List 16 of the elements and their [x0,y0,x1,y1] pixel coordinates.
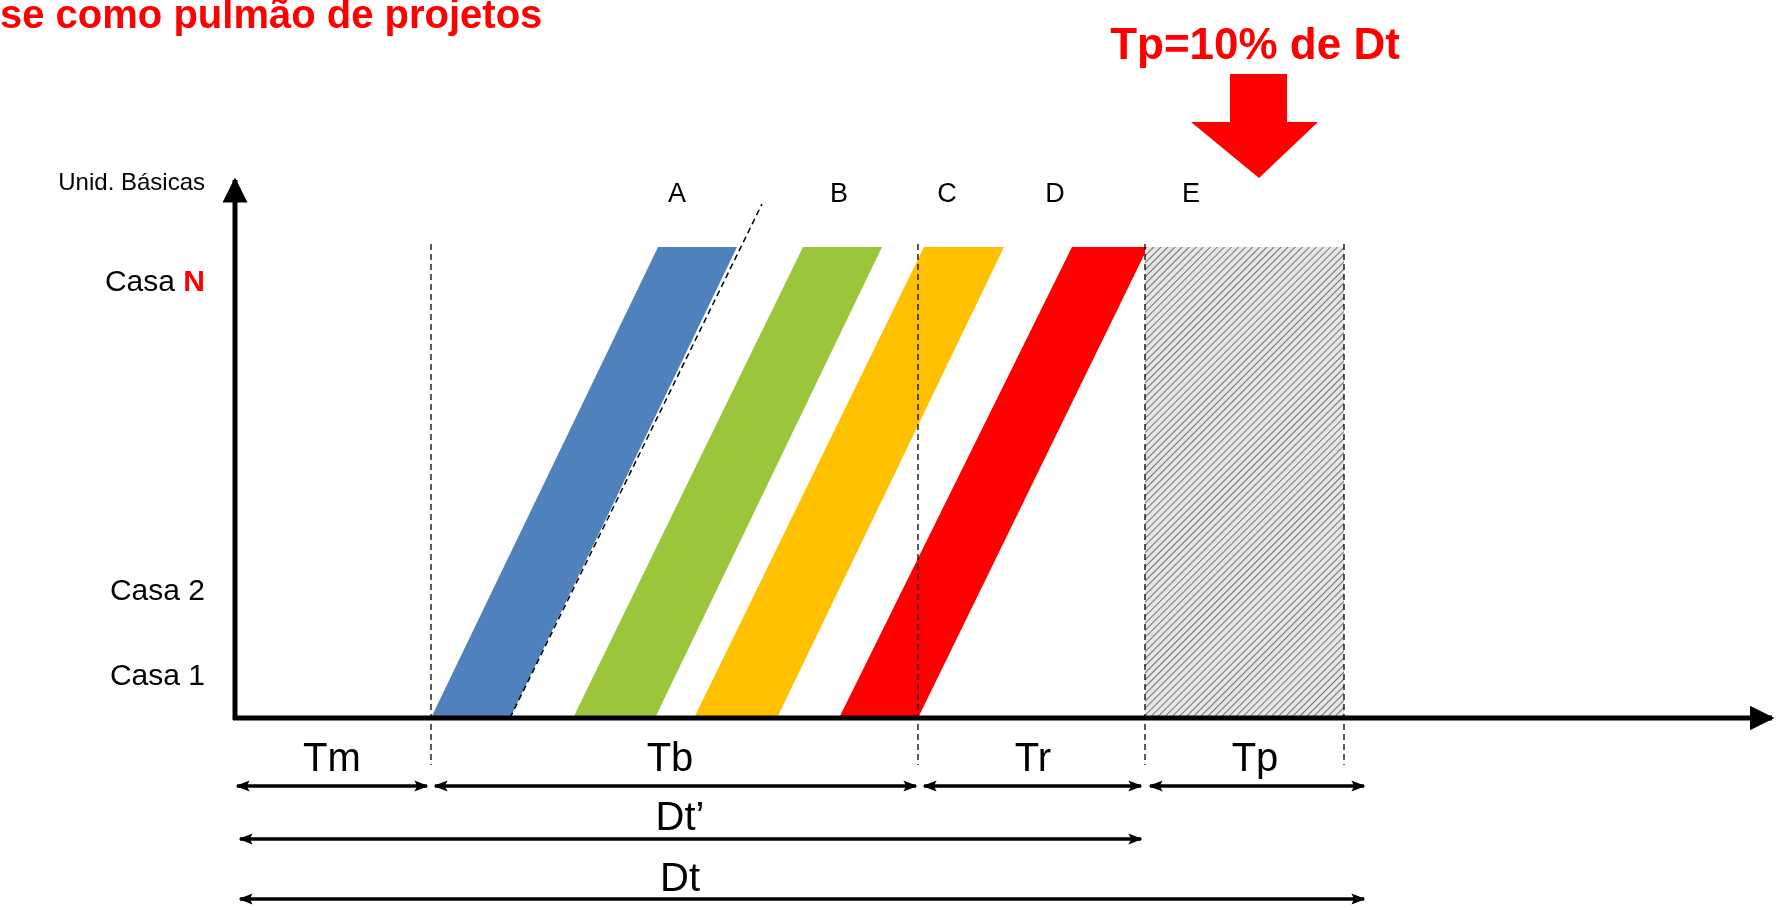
axis-label: Unid. Básicas [58,170,205,194]
band-label: C [937,180,957,207]
dimension-label: Dt [660,857,700,897]
dimension-label: Tb [646,737,694,777]
tick-label: Casa 1 [109,660,205,690]
tick-label: Casa 2 [109,575,205,605]
band-label: D [1045,180,1065,207]
band-label: E [1182,180,1200,207]
band-label: A [668,180,686,207]
tick-label: Casa N [104,266,205,296]
dimension-label: Tr [1014,737,1052,777]
annotation: Tp=10% de Dt [1110,22,1400,66]
dimension-label: Dt’ [655,796,705,836]
dimension-label: Tp [1231,737,1279,777]
band-label: B [830,180,848,207]
dimension-label: Tm [303,737,361,777]
